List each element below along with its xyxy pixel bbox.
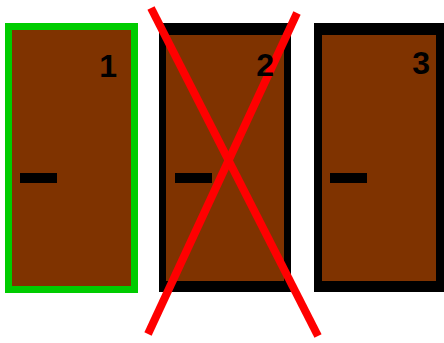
door: 3: [314, 23, 444, 292]
door-frame: [9, 27, 135, 290]
door-handle: [175, 173, 212, 183]
door-panel: [322, 35, 436, 281]
door-frame: [314, 23, 444, 292]
cross-mark: [148, 13, 297, 334]
door: 1: [5, 23, 138, 293]
door-number: 3: [412, 47, 430, 79]
cross-mark: [151, 8, 318, 336]
door-number: 1: [99, 50, 117, 82]
door-number: 2: [256, 49, 274, 81]
door-handle: [20, 173, 57, 183]
door: 2: [159, 23, 291, 292]
door-handle: [330, 173, 367, 183]
